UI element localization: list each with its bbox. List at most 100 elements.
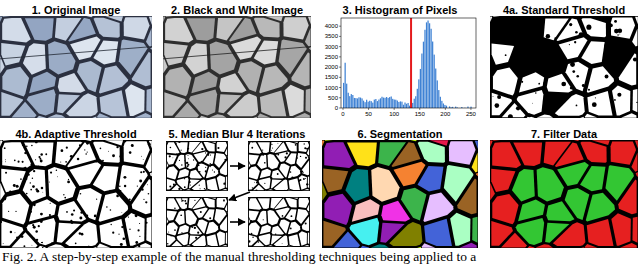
speckle [15,211,16,212]
cell [175,155,185,169]
cell [305,28,311,47]
cell [472,153,478,173]
cell [611,18,635,39]
cell [580,117,584,118]
speckle [492,96,494,98]
speckle [121,211,123,213]
speckle [197,232,199,234]
speckle [135,214,138,217]
speckle [199,185,200,186]
cell [620,243,637,248]
speckle [290,227,292,229]
axis-tick-label: 0 [341,111,344,117]
speckle [180,208,182,210]
speckle [506,23,511,28]
speckle [77,158,79,160]
histogram [339,18,476,110]
speckle [199,171,201,173]
speckle [617,34,619,36]
speckle [140,155,142,157]
cell [422,243,435,247]
speckle [543,82,545,84]
image-panel: 7. Filter Data [490,124,638,248]
speckle [139,180,142,183]
speckle [106,206,108,208]
cell [163,16,165,22]
speckle [223,200,225,202]
speckle [95,160,98,163]
speckle [503,18,505,20]
cell [323,169,348,193]
speckle [212,170,213,171]
speckle [218,226,220,228]
speckle [184,186,186,188]
speckle [182,200,184,202]
speckle [554,37,556,39]
axis-tick-label: 2000 [325,64,338,70]
speckle [123,222,126,225]
speckle [50,171,52,173]
cell [146,217,151,243]
speckle [305,178,306,179]
speckle [303,172,304,173]
speckle [112,154,115,157]
cell [450,213,470,246]
cell [289,178,300,190]
panel-title: 6. Segmentation [358,127,443,141]
speckle [178,188,180,190]
speckle [195,237,197,239]
cell [77,188,102,220]
cell [260,169,271,178]
speckle [100,148,102,150]
speckle [145,201,147,203]
speckle [135,241,138,244]
histogram-bar [392,99,393,108]
cell [217,175,225,189]
speckle [522,32,527,37]
speckle [30,182,31,183]
cell [391,142,420,167]
speckle [614,20,617,23]
cell [86,140,92,141]
histogram-bar [354,98,355,108]
speckle [277,173,279,175]
cell [286,198,297,207]
cell [492,43,515,64]
blur-step-image [166,197,228,247]
speckle [129,151,132,154]
speckle [179,160,180,161]
speckle [66,211,68,213]
speckle [572,70,575,73]
speckle [172,157,174,159]
speckle [538,83,540,85]
cell [2,16,10,17]
speckle [116,146,118,148]
speckle [508,114,513,118]
histogram-bar [429,23,430,108]
speckle [505,54,507,56]
speckle [191,226,193,228]
speckle [4,147,6,149]
speckle [118,234,119,235]
cell [585,114,597,118]
speckle [176,153,178,155]
histogram-bar [395,100,396,108]
cell [299,231,307,245]
histogram-bar [401,102,402,108]
cell [257,211,267,225]
speckle [138,229,140,231]
cell [77,61,102,92]
speckle [86,215,88,217]
cell [199,116,207,118]
speckle [200,211,202,213]
speckle [528,114,532,118]
image-ground [163,16,311,118]
speckle [97,223,98,224]
cell [635,141,638,149]
figure-caption: Fig. 2. A step-by-step example of the ma… [2,249,476,265]
speckle [297,166,299,168]
cell [125,84,145,116]
tick-mark [339,77,341,78]
cell [192,179,206,190]
tick-mark [339,97,341,98]
